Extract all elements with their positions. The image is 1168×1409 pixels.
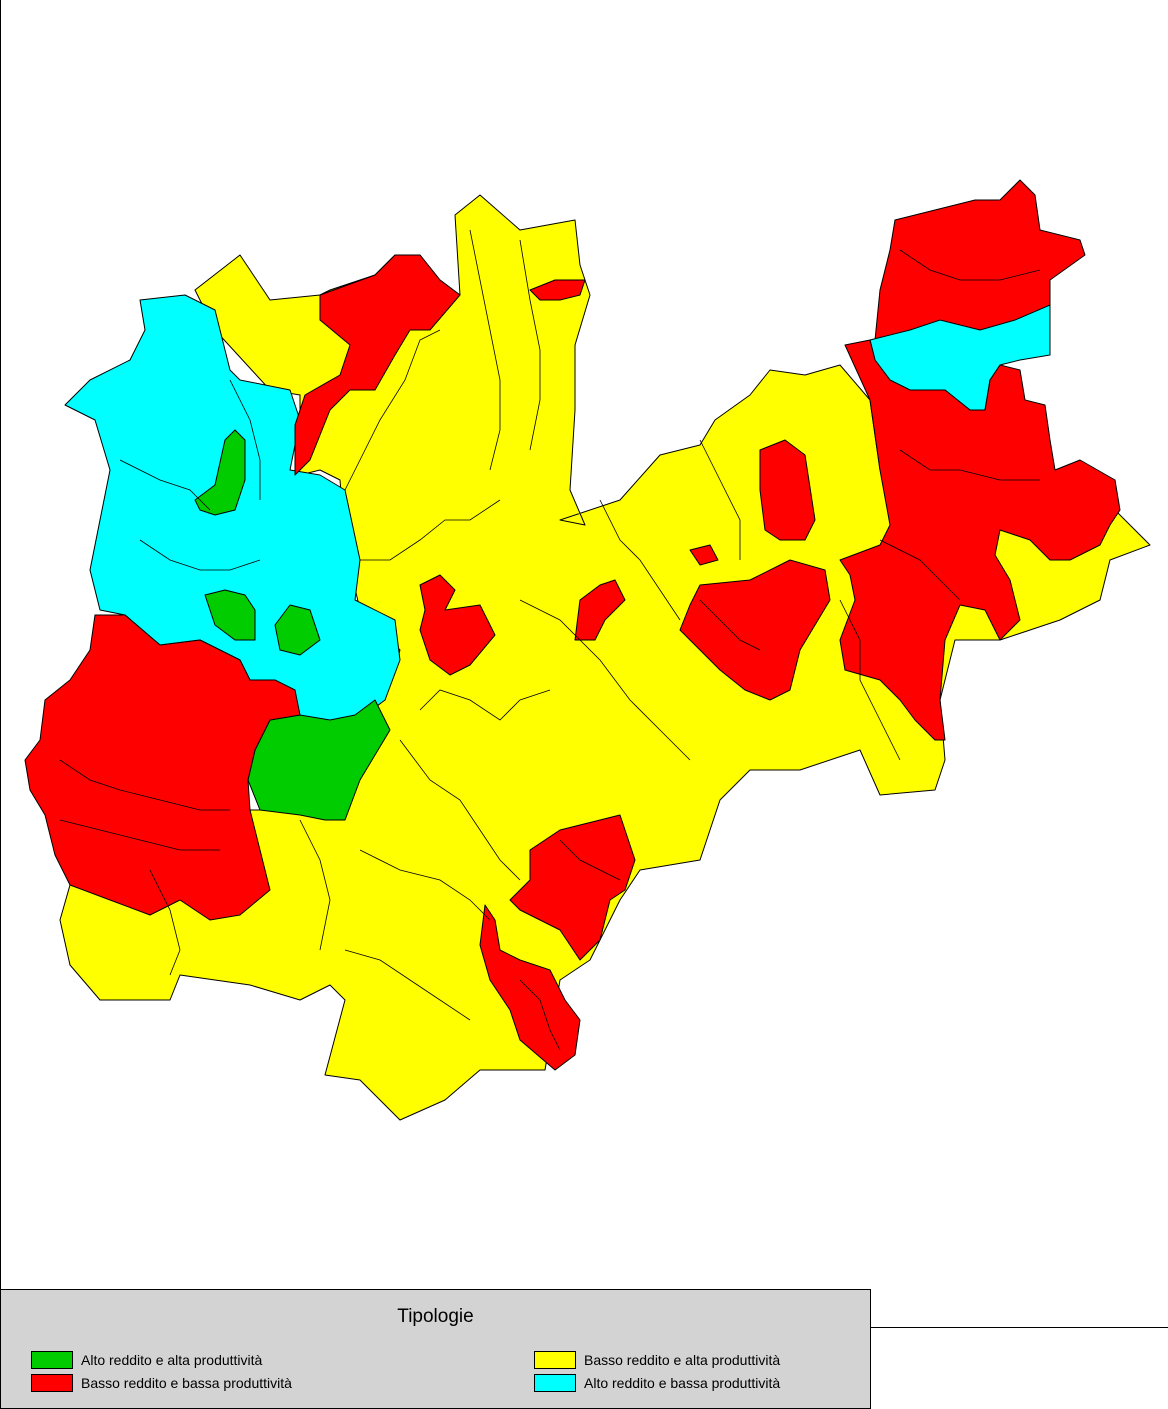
border-17 bbox=[229, 379, 261, 500]
border-21 bbox=[899, 449, 1040, 481]
border-4 bbox=[399, 739, 521, 881]
region-red-south-long bbox=[479, 904, 581, 1071]
legend-label: Basso reddito e bassa produttività bbox=[81, 1375, 292, 1391]
border-15 bbox=[119, 459, 211, 511]
border-11 bbox=[469, 229, 501, 471]
legend-panel: Tipologie Alto reddito e alta produttivi… bbox=[0, 1289, 871, 1409]
border-13 bbox=[299, 819, 331, 951]
border-20 bbox=[899, 249, 1041, 281]
border-7 bbox=[519, 599, 691, 761]
border-19 bbox=[59, 819, 220, 851]
region-red-far-north bbox=[529, 279, 586, 301]
region-red-east-center bbox=[679, 559, 831, 701]
border-10 bbox=[839, 599, 901, 761]
border-8 bbox=[599, 499, 681, 621]
region-red-south-center bbox=[509, 814, 636, 961]
legend-item-alto-bassa: Alto reddito e bassa produttività bbox=[534, 1373, 780, 1393]
region-green-1 bbox=[194, 429, 246, 516]
legend-label: Basso reddito e alta produttività bbox=[584, 1352, 781, 1368]
map-frame-bottom bbox=[870, 1327, 1168, 1328]
region-red-north bbox=[294, 254, 461, 476]
border-5 bbox=[359, 849, 491, 921]
region-red-northeast bbox=[874, 179, 1086, 341]
border-1 bbox=[344, 329, 441, 491]
choropleth-map bbox=[24, 179, 1151, 1121]
border-9 bbox=[699, 439, 741, 560]
legend-swatch-cyan bbox=[534, 1374, 576, 1392]
border-22 bbox=[879, 539, 961, 601]
legend-swatch-green bbox=[31, 1351, 73, 1369]
region-red-west bbox=[24, 614, 301, 921]
legend-swatch-red bbox=[31, 1374, 73, 1392]
region-red-east-large bbox=[839, 339, 1121, 741]
region-red-center-east bbox=[574, 579, 626, 641]
border-6 bbox=[344, 949, 471, 1021]
border-25 bbox=[519, 979, 561, 1051]
region-red-east-strip bbox=[759, 439, 816, 541]
border-14 bbox=[149, 869, 181, 976]
region-red-center bbox=[419, 574, 496, 676]
region-green-south bbox=[247, 699, 391, 821]
border-23 bbox=[699, 599, 761, 651]
border-18 bbox=[59, 759, 230, 811]
legend-label: Alto reddito e bassa produttività bbox=[584, 1375, 781, 1391]
region-green-3 bbox=[274, 604, 321, 656]
legend-title: Tipologie bbox=[397, 1306, 474, 1327]
border-24 bbox=[559, 839, 621, 881]
legend-item-basso-bassa: Basso reddito e bassa produttività bbox=[31, 1373, 292, 1393]
legend-swatch-yellow bbox=[534, 1351, 576, 1369]
border-3 bbox=[419, 689, 551, 721]
border-2 bbox=[360, 499, 501, 561]
legend-item-basso-alta: Basso reddito e alta produttività bbox=[534, 1350, 780, 1370]
region-red-small-mid bbox=[689, 544, 719, 566]
border-12 bbox=[519, 239, 541, 451]
border-16 bbox=[139, 539, 261, 571]
map-frame-left bbox=[0, 0, 1, 1290]
region-green-2 bbox=[204, 589, 256, 641]
legend-label: Alto reddito e alta produttività bbox=[81, 1352, 263, 1368]
legend-item-alto-alta: Alto reddito e alta produttività bbox=[31, 1350, 262, 1370]
